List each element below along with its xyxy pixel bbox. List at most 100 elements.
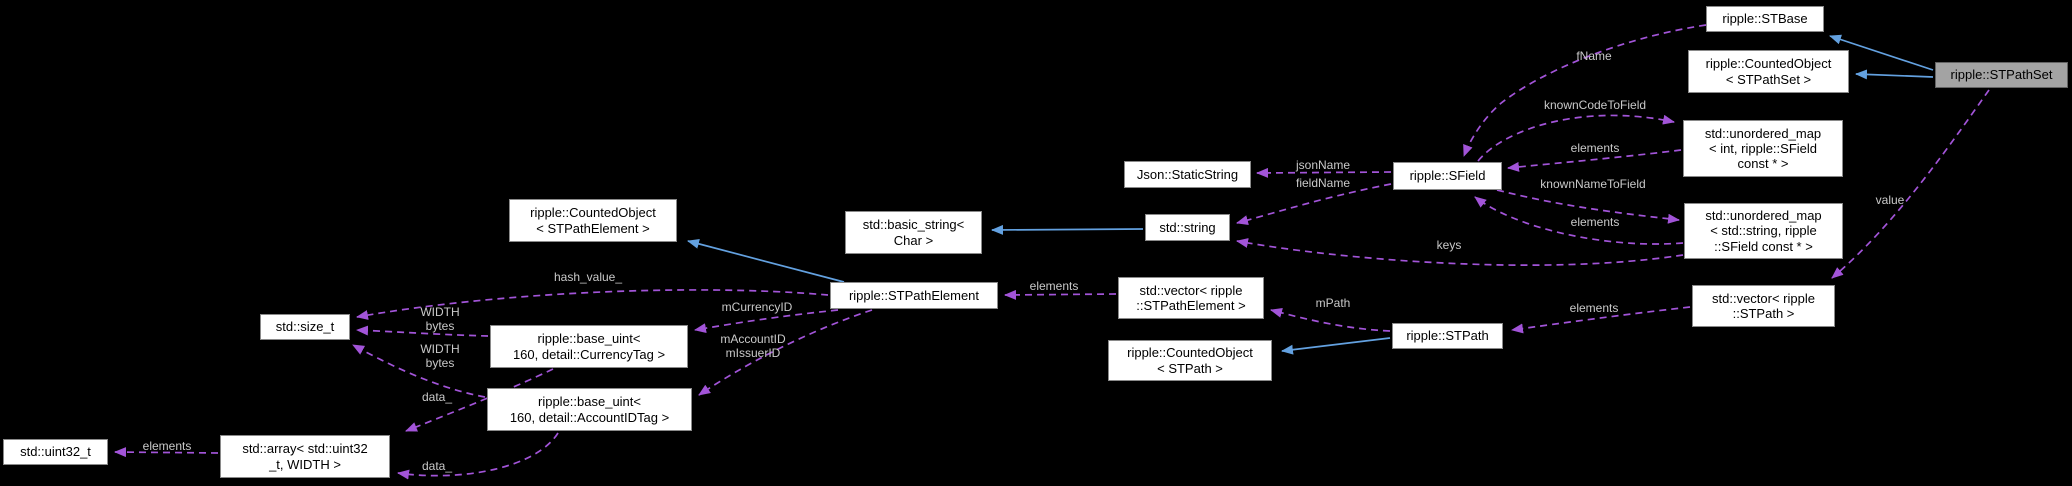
edge-label-line: mAccountID xyxy=(720,332,786,347)
node-countedobject-stpathelement[interactable]: ripple::CountedObject < STPathElement > xyxy=(509,199,677,242)
edge-inherit-stpathelement-countedobject xyxy=(687,238,845,283)
edge-width-bytes-2 xyxy=(352,344,486,398)
node-ripple-stpathset[interactable]: ripple::STPathSet xyxy=(1935,62,2068,88)
edge-mpath xyxy=(1270,308,1391,332)
edge-mcurrencyid xyxy=(694,309,839,334)
edge-value xyxy=(1831,89,1990,279)
edge-label-width-bytes-2: WIDTH bytes xyxy=(420,342,460,371)
edge-elements-array xyxy=(114,447,219,458)
node-std-array[interactable]: std::array< std::uint32 _t, WIDTH > xyxy=(220,435,390,478)
node-std-uint32-t[interactable]: std::uint32_t xyxy=(3,439,108,465)
node-label: ripple::STPath xyxy=(1406,328,1489,344)
node-std-basic-string[interactable]: std::basic_string< Char > xyxy=(845,211,982,254)
edge-hash-value xyxy=(356,289,829,320)
node-std-string[interactable]: std::string xyxy=(1145,214,1230,241)
node-ripple-stbase[interactable]: ripple::STBase xyxy=(1706,6,1824,32)
edge-label-value: value xyxy=(1875,193,1905,208)
node-json-staticstring[interactable]: Json::StaticString xyxy=(1124,161,1251,188)
node-label: 160, detail::CurrencyTag > xyxy=(512,346,666,362)
node-label: std::uint32_t xyxy=(20,444,91,460)
edge-label-elements-vec-stpathelement: elements xyxy=(1029,279,1079,294)
node-label: < STPathSet > xyxy=(1725,71,1812,87)
edge-label-line: WIDTH xyxy=(420,342,460,357)
node-label: ::SField const * > xyxy=(1714,238,1813,254)
node-label: ripple::base_uint< xyxy=(538,394,641,410)
edge-label-width-bytes-1: WIDTH bytes xyxy=(420,305,460,334)
node-label: std::vector< ripple xyxy=(1712,290,1815,306)
node-std-size-t[interactable]: std::size_t xyxy=(260,314,350,340)
edge-elements-vec-stpath xyxy=(1511,306,1691,334)
node-unordered-map-int-sfield[interactable]: std::unordered_map < int, ripple::SField… xyxy=(1683,120,1843,177)
edge-elements-map-int xyxy=(1507,149,1682,172)
edge-keys xyxy=(1236,238,1684,266)
node-base-uint-currencytag[interactable]: ripple::base_uint< 160, detail::Currency… xyxy=(490,325,688,368)
node-countedobject-stpath[interactable]: ripple::CountedObject < STPath > xyxy=(1108,340,1272,381)
edge-inherit-string-basicstring xyxy=(991,224,1144,235)
edge-label-line: mIssuerID xyxy=(725,346,781,360)
node-label: < int, ripple::SField xyxy=(1708,140,1818,156)
edge-inherit-stpath-countedobject xyxy=(1281,337,1391,355)
node-label: ripple::STPathSet xyxy=(1950,67,2053,83)
edge-label-jsonname: jsonName xyxy=(1295,158,1351,173)
edge-known-code-to-field xyxy=(1477,114,1675,162)
node-label: Json::StaticString xyxy=(1136,166,1239,182)
node-label: ripple::CountedObject xyxy=(1127,345,1253,361)
node-label: ripple::CountedObject xyxy=(530,205,656,221)
edge-label-elements-vec-stpath: elements xyxy=(1569,301,1619,316)
node-ripple-stpath[interactable]: ripple::STPath xyxy=(1392,323,1503,349)
node-label: std::basic_string< xyxy=(862,217,965,233)
node-vector-stpathelement[interactable]: std::vector< ripple ::STPathElement > xyxy=(1118,277,1264,319)
node-label: Char > xyxy=(893,232,934,248)
edge-label-data-1: data_ xyxy=(421,390,453,405)
node-label: const * > xyxy=(1737,156,1789,172)
edge-label-line: WIDTH xyxy=(420,305,460,320)
node-unordered-map-string-sfield[interactable]: std::unordered_map < std::string, ripple… xyxy=(1684,203,1843,259)
edge-jsonname xyxy=(1256,167,1392,178)
node-label: 160, detail::AccountIDTag > xyxy=(509,409,670,425)
edge-label-maccountid-missuerid: mAccountID mIssuerID xyxy=(720,332,786,361)
node-label: ::STPathElement > xyxy=(1136,298,1246,313)
edge-width-bytes-1 xyxy=(356,325,489,337)
node-label: ripple::STBase xyxy=(1722,11,1808,27)
node-vector-stpath[interactable]: std::vector< ripple ::STPath > xyxy=(1692,285,1835,327)
edge-label-line: bytes xyxy=(425,319,455,333)
node-label: ripple::base_uint< xyxy=(537,331,641,347)
edge-label-hash-value: hash_value_ xyxy=(553,270,623,285)
node-label: ripple::CountedObject xyxy=(1705,56,1832,72)
edge-label-data-2: data_ xyxy=(421,459,453,474)
node-label: ripple::SField xyxy=(1409,168,1486,184)
node-label: std::vector< ripple xyxy=(1139,282,1243,298)
node-countedobject-stpathset[interactable]: ripple::CountedObject < STPathSet > xyxy=(1688,50,1849,93)
node-label: < std::string, ripple xyxy=(1710,223,1817,239)
node-label: std::size_t xyxy=(275,319,335,335)
node-ripple-sfield[interactable]: ripple::SField xyxy=(1393,162,1502,190)
node-base-uint-accountidtag[interactable]: ripple::base_uint< 160, detail::AccountI… xyxy=(487,388,692,431)
edge-label-keys: keys xyxy=(1436,238,1462,253)
node-label: _t, WIDTH > xyxy=(269,456,341,472)
edge-label-known-name-to-field: knownNameToField xyxy=(1540,177,1646,192)
node-label: ripple::STPathElement xyxy=(848,287,980,303)
edge-known-name-to-field xyxy=(1496,189,1680,224)
edge-label-elements-array: elements xyxy=(142,439,192,454)
node-label: < STPath > xyxy=(1157,360,1223,376)
node-label: std::unordered_map xyxy=(1705,208,1822,223)
node-ripple-stpathelement[interactable]: ripple::STPathElement xyxy=(830,282,998,309)
node-label: std::string xyxy=(1159,219,1216,235)
edge-inherit-stpathset-stbase xyxy=(1829,34,1934,71)
node-label: std::unordered_map xyxy=(1704,125,1822,141)
edge-label-fieldname: fieldName xyxy=(1295,176,1351,191)
edge-label-mcurrencyid: mCurrencyID xyxy=(721,300,793,315)
edge-label-line: bytes xyxy=(425,356,455,370)
edge-inherit-stpathset-countedobject xyxy=(1855,69,1934,80)
node-label: std::array< std::uint32 xyxy=(242,441,368,457)
edge-label-known-code-to-field: knownCodeToField xyxy=(1543,98,1647,113)
edge-fname xyxy=(1463,24,1707,157)
node-label: ::STPath > xyxy=(1732,306,1795,321)
edge-data-2 xyxy=(397,432,559,480)
edge-elements-map-string xyxy=(1474,196,1684,245)
edge-maccountid xyxy=(698,309,873,396)
edge-elements-vec-stpathelement xyxy=(1004,289,1117,300)
edge-label-fname: fName xyxy=(1576,49,1612,64)
